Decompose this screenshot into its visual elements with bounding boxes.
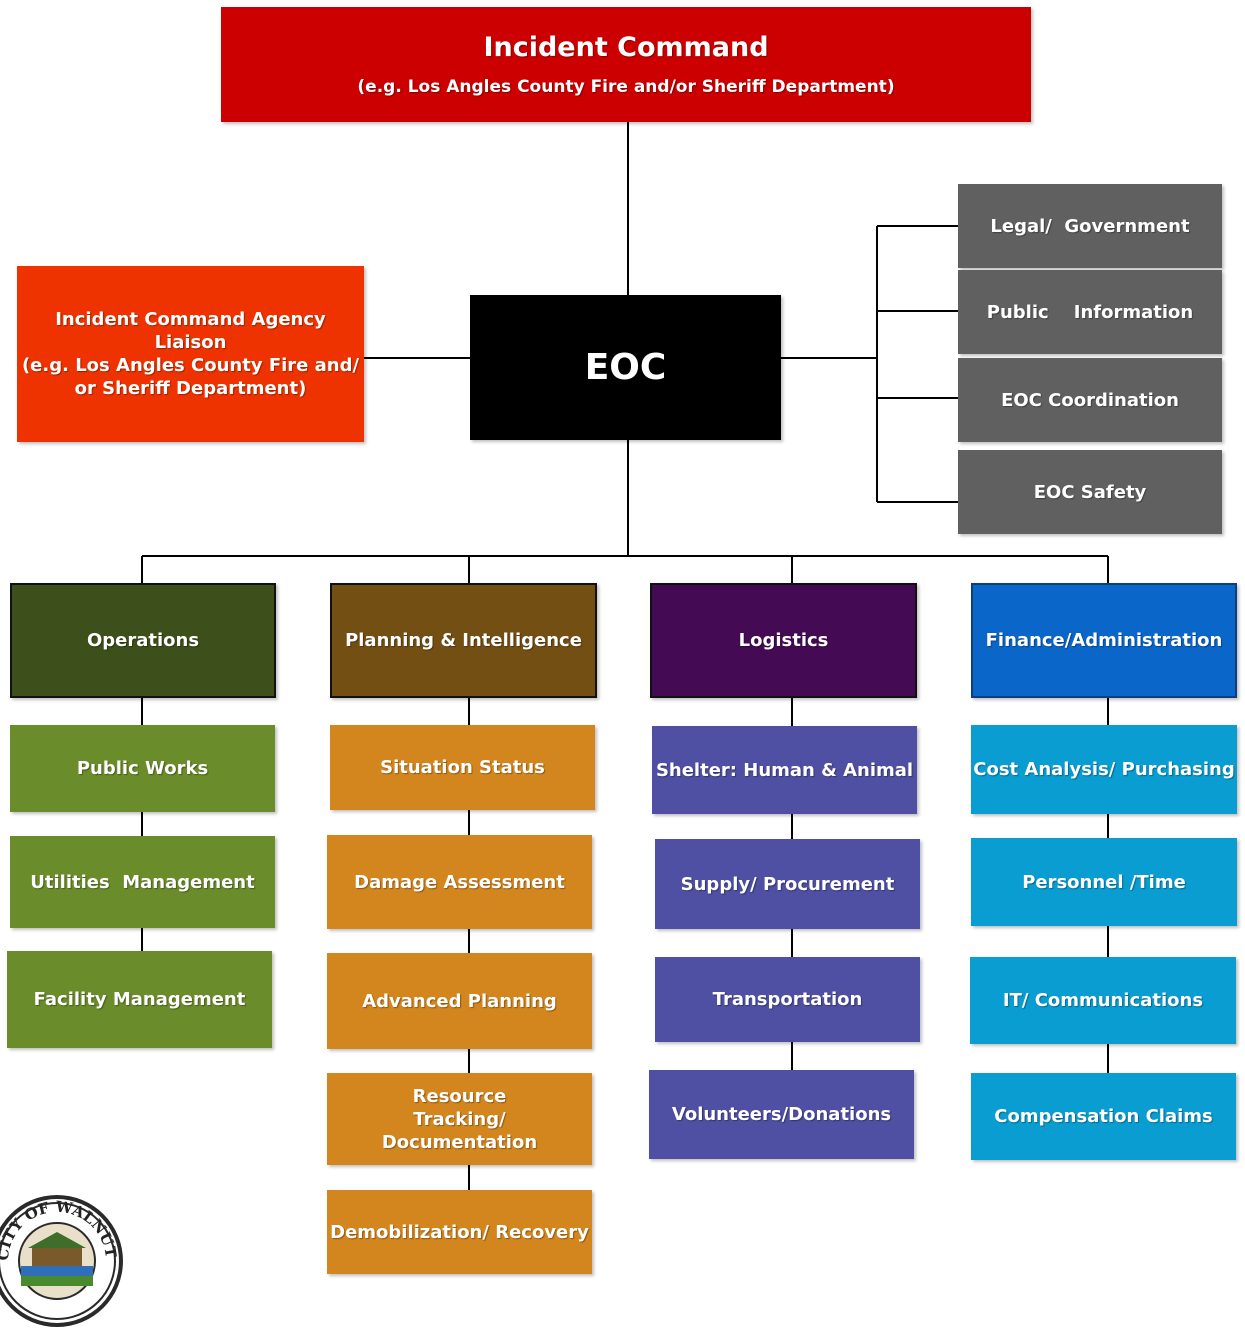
unit-cost-analysis: Cost Analysis/ Purchasing [971,725,1237,814]
section-label: Finance/Administration [985,630,1223,651]
agency-liaison-box: Incident Command Agency Liaison (e.g. Lo… [17,266,364,442]
section-finance-administration: Finance/Administration [971,583,1237,698]
unit-label: Volunteers/Donations [671,1104,892,1125]
staff-legal-government: Legal/ Government [958,184,1222,268]
liaison-line-1: Incident Command Agency Liaison [55,309,326,353]
unit-it-communications: IT/ Communications [970,957,1236,1044]
unit-label: Advanced Planning [362,990,557,1012]
unit-label: IT/ Communications [1002,990,1204,1011]
incident-command-subtitle: (e.g. Los Angles County Fire and/or Sher… [357,77,895,97]
unit-label: Demobilization/ Recovery [330,1221,589,1243]
unit-label: Supply/ Procurement [680,873,895,895]
incident-command-title: Incident Command [483,32,769,63]
city-seal-logo: CITY OF WALNUT [0,1195,123,1327]
unit-label: Resource Tracking/ Documentation [381,1085,538,1153]
unit-shelter: Shelter: Human & Animal [652,726,917,814]
unit-resource-tracking: Resource Tracking/ Documentation [327,1073,592,1165]
section-operations: Operations [10,583,276,698]
liaison-line-3: or Sheriff Department) [74,378,307,399]
staff-label: Public Information [986,301,1194,323]
staff-label: Legal/ Government [990,215,1190,237]
unit-compensation-claims: Compensation Claims [971,1073,1236,1160]
staff-public-information: Public Information [958,270,1222,354]
unit-utilities-management: Utilities Management [10,836,275,928]
unit-label: Cost Analysis/ Purchasing [973,759,1235,780]
unit-public-works: Public Works [10,725,275,812]
unit-facility-management: Facility Management [7,951,272,1048]
section-label: Operations [86,630,200,651]
unit-situation-status: Situation Status [330,725,595,810]
unit-label: Public Works [76,758,209,779]
unit-label: Utilities Management [30,871,255,893]
staff-label: EOC Coordination [1001,389,1179,411]
liaison-line-2: (e.g. Los Angles County Fire and/ [21,355,360,376]
unit-label: Facility Management [33,989,246,1010]
unit-label: Situation Status [380,757,545,778]
eoc-box: EOC [470,295,781,440]
unit-label: Transportation [712,989,863,1010]
section-planning-intelligence: Planning & Intelligence [330,583,597,698]
section-label: Planning & Intelligence [345,630,582,651]
eoc-label: EOC [584,347,667,388]
unit-demobilization-recovery: Demobilization/ Recovery [327,1190,592,1274]
unit-label: Damage Assessment [354,871,565,893]
unit-label: Personnel /Time [1022,871,1186,893]
unit-personnel-time: Personnel /Time [971,838,1237,926]
section-logistics: Logistics [650,583,917,698]
unit-supply-procurement: Supply/ Procurement [655,839,920,929]
incident-command-box: Incident Command (e.g. Los Angles County… [221,7,1031,122]
section-label: Logistics [738,630,829,651]
unit-transportation: Transportation [655,957,920,1042]
staff-eoc-safety: EOC Safety [958,450,1222,534]
unit-damage-assessment: Damage Assessment [327,835,592,929]
unit-label: Shelter: Human & Animal [655,759,914,781]
unit-volunteers-donations: Volunteers/Donations [649,1070,914,1159]
unit-label: Compensation Claims [994,1106,1213,1127]
staff-eoc-coordination: EOC Coordination [958,358,1222,442]
staff-label: EOC Safety [1033,481,1147,503]
unit-advanced-planning: Advanced Planning [327,953,592,1049]
